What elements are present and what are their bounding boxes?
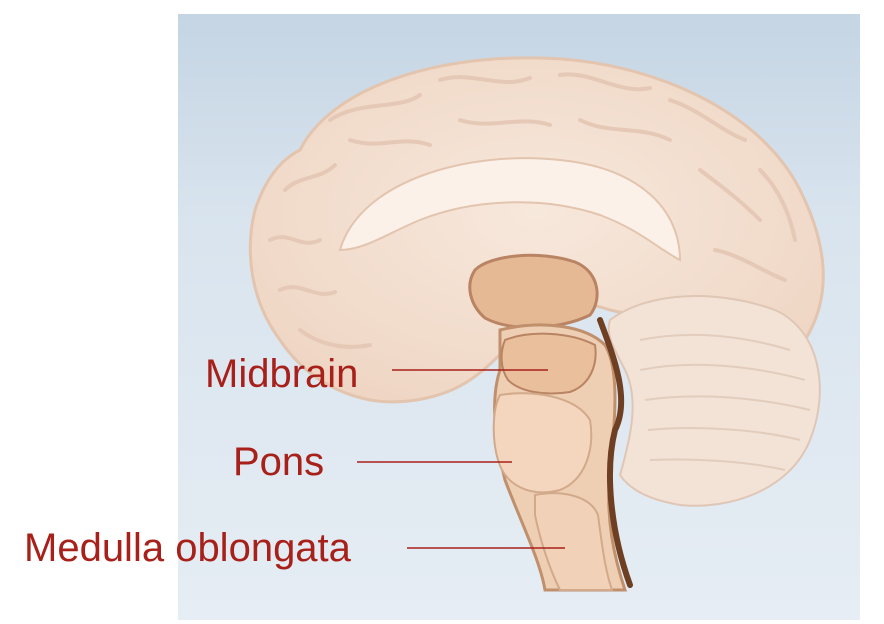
pons-label: Pons (233, 440, 325, 484)
cerebellum (607, 295, 821, 507)
midbrain-label: Midbrain (205, 352, 359, 396)
medulla-oblongata-label: Medulla oblongata (24, 526, 351, 570)
thalamus (468, 253, 599, 329)
pons (492, 392, 593, 494)
fourth-ventricle (597, 317, 633, 588)
corpus-callosum (338, 157, 682, 262)
cortex-folds (268, 72, 797, 349)
midbrain (500, 332, 597, 395)
cerebellum-folia (639, 333, 811, 471)
